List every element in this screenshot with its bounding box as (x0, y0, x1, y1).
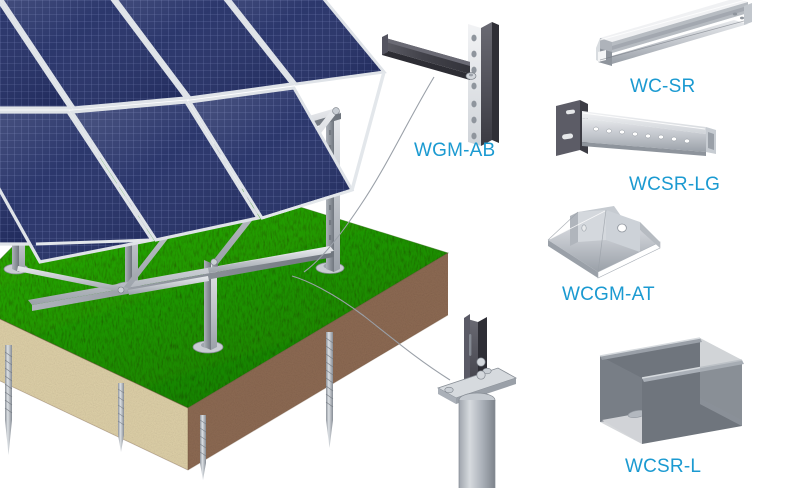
bracket-hole (617, 223, 627, 233)
bracket-hole (581, 224, 587, 232)
flange-bolt-group (444, 367, 492, 394)
part-wcgm-at (547, 206, 661, 279)
wgm-ab-detail-view (382, 22, 499, 146)
ground-screw (117, 383, 125, 452)
solar-panel-array (0, 0, 387, 264)
post-hole-group (471, 34, 477, 140)
leader-line-group (291, 76, 451, 381)
diagonal-brace (17, 266, 128, 293)
post-bolt-group (476, 357, 486, 380)
leader-line (303, 76, 435, 273)
panel-module (114, 0, 295, 100)
panel-module (0, 0, 73, 110)
part-wc-sr (596, 0, 752, 66)
panel-module (69, 100, 261, 242)
part-wcsr-lg (556, 100, 716, 156)
front-post (204, 260, 217, 350)
ground-screw-group (4, 332, 334, 480)
diagonal-brace (208, 248, 331, 273)
soil-face-right (188, 253, 448, 470)
callout-label-wcsr-lg: WCSR-LG (629, 174, 721, 195)
callout-label-wc-sr: WC-SR (630, 76, 696, 97)
arm-hole-group (593, 126, 690, 144)
soil-face-left (0, 318, 188, 470)
diagonal-brace (128, 276, 209, 295)
panel-module (0, 110, 155, 264)
panel-module (187, 86, 355, 220)
ground-screw (199, 415, 207, 480)
callout-label-wgm-ab: WGM-AB (414, 140, 496, 161)
ground-screw (4, 345, 13, 455)
callout-label-wcsr-l: WCSR-L (625, 456, 702, 477)
post-base-detail-view (437, 314, 517, 488)
part-wcsr-l (599, 337, 744, 444)
panel-module (0, 0, 190, 110)
leader-line (291, 275, 451, 381)
callout-label-wcgm-at: WCGM-AT (562, 284, 655, 305)
ground-screw (325, 332, 334, 448)
